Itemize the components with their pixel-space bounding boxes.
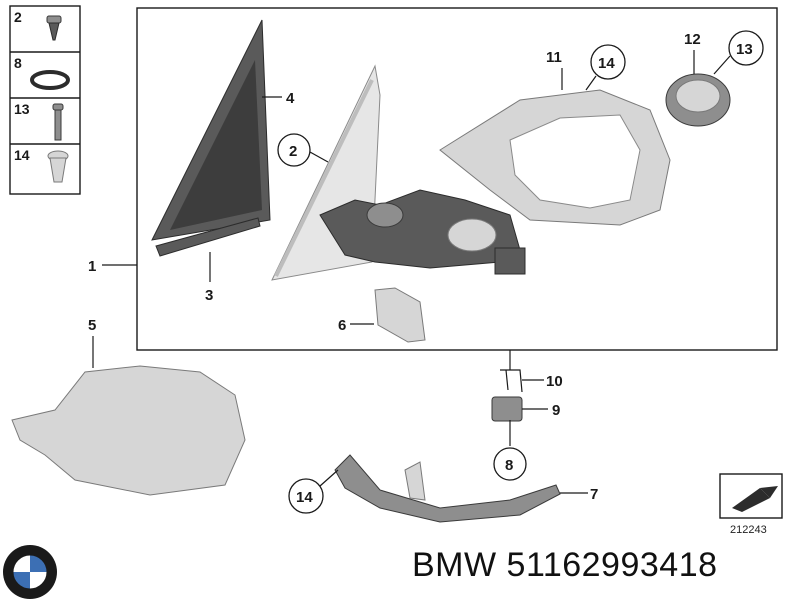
assembly-frame (136, 7, 778, 351)
callout-6: 6 (338, 317, 346, 334)
o-ring-icon (30, 70, 70, 90)
part-3-gasket (155, 217, 261, 257)
callout-5: 5 (88, 317, 96, 334)
callout-10: 10 (546, 373, 563, 390)
flange-screw-icon (47, 150, 69, 183)
callout-14b: 14 (296, 489, 313, 506)
diagram-code: 212243 (730, 524, 767, 536)
brand-part-number: BMW 51162993418 (412, 546, 718, 584)
part-9-bulb (491, 396, 523, 422)
callout-7: 7 (590, 486, 598, 503)
part-11-housing-frame (439, 89, 671, 226)
part-12-motor (665, 73, 731, 127)
part-6-bracket (374, 287, 426, 343)
callout-8: 8 (505, 457, 513, 474)
callout-3: 3 (205, 287, 213, 304)
long-screw-icon (52, 103, 64, 141)
legend-number-8: 8 (14, 55, 22, 71)
diagram-reference-box (719, 473, 783, 519)
legend-number-2: 2 (14, 9, 22, 25)
callout-14a: 14 (598, 55, 615, 72)
callout-14a-badge (590, 44, 626, 80)
part-7-turn-signal (334, 454, 561, 523)
part-4-mirror-base (151, 19, 271, 241)
callout-9: 9 (552, 402, 560, 419)
legend-frame (9, 5, 81, 195)
legend-number-14: 14 (14, 147, 30, 163)
callout-4: 4 (286, 90, 295, 107)
callout-12: 12 (684, 31, 701, 48)
callout-2-badge (277, 133, 311, 167)
callout-8-badge (493, 447, 527, 481)
callout-13-badge (728, 30, 764, 66)
callout-13: 13 (736, 41, 753, 58)
screw-icon (46, 15, 62, 41)
callout-2: 2 (289, 143, 297, 160)
part-5-mirror-cap (11, 365, 246, 496)
bmw-logo-icon (3, 545, 57, 599)
part-10-clip (500, 369, 523, 393)
callout-1: 1 (88, 258, 96, 275)
callout-11: 11 (546, 49, 562, 66)
legend-number-13: 13 (14, 101, 30, 117)
callout-14b-badge (288, 478, 324, 514)
mirror-adjuster-motor (319, 189, 526, 275)
small-parts-legend: 2 8 13 14 (9, 5, 81, 195)
